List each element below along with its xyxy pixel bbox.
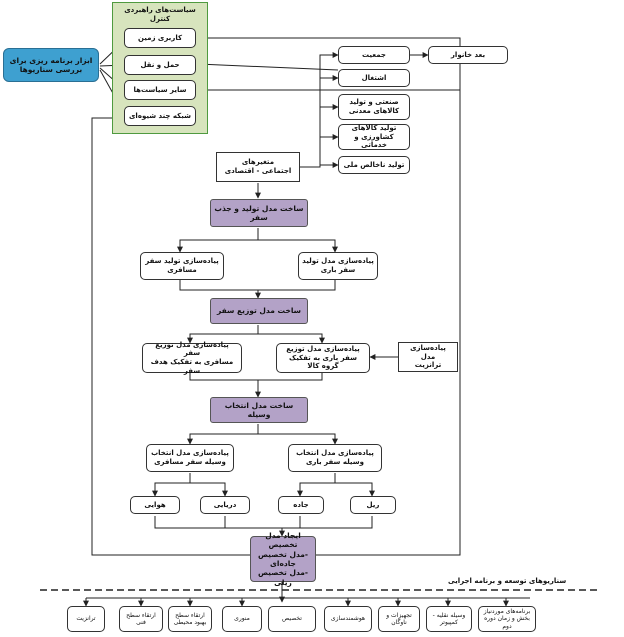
scenario-tools-box: ابزار برنامه ریزی برای بررسی سناریوها xyxy=(3,48,99,82)
transit-model-box: پیاده‌سازی مدل ترانزیت xyxy=(398,342,458,372)
bottom-item-8: برنامه‌های موردنیاز بخش و زمان دوره دوم xyxy=(478,606,536,632)
trip-distribution-model-box: ساخت مدل توزیع سفر xyxy=(210,298,308,324)
mode-choice-model-box: ساخت مدل انتخاب وسیله xyxy=(210,397,308,423)
trip-generation-model-box: ساخت مدل تولید و جذب سفر xyxy=(210,199,308,227)
land-use-box: کاربری زمین xyxy=(124,28,196,48)
mode-air-box: هوایی xyxy=(130,496,180,514)
control-panel-title: سیاست‌های راهبردی کنترل xyxy=(124,6,196,23)
gdp-box: تولید ناخالص ملی xyxy=(338,156,410,174)
passenger-distribution-box: پیاده‌سازی مدل توزیع سفر مسافری به تفکیک… xyxy=(142,341,242,375)
assignment-model-box: ایجاد مدل تخصیص -مدل تخصیص جاده‌ای -مدل … xyxy=(250,531,316,587)
mode-rail-box: ریل xyxy=(350,496,396,514)
agricultural-box: تولید کالاهای کشاورزی و خدماتی xyxy=(338,124,410,150)
transportation-box: حمل و نقل xyxy=(124,55,196,75)
industrial-box: صنعتی و تولید کالاهای معدنی xyxy=(338,94,410,120)
freight-generation-box: پیاده‌سازی مدل تولید سفر باری xyxy=(298,252,378,280)
passenger-mode-box: پیاده‌سازی مدل انتخاب وسیله سفر مسافری xyxy=(146,444,234,472)
bottom-item-5: هوشمندسازی xyxy=(324,606,372,632)
passenger-generation-box: پیاده‌سازی تولید سفر مسافری xyxy=(140,252,224,280)
bottom-item-4: تخصیص xyxy=(268,606,316,632)
bottom-item-0: ترانزیت xyxy=(67,606,105,632)
bottom-item-1: ارتقاء سطح فنی xyxy=(119,606,163,632)
socio-economic-box: متغیرهای اجتماعی - اقتصادی xyxy=(216,152,300,182)
population-box: جمعیت xyxy=(338,46,410,64)
multimodal-network-box: شبکه چند شیوه‌ای xyxy=(124,106,196,126)
household-size-box: بعد خانوار xyxy=(428,46,508,64)
other-policies-box: سایر سیاست‌ها xyxy=(124,80,196,100)
bottom-item-3: منوری xyxy=(222,606,262,632)
bottom-item-2: ارتقاء سطح بهبود محیطی xyxy=(168,606,212,632)
freight-mode-box: پیاده‌سازی مدل انتخاب وسیله سفر باری xyxy=(288,444,382,472)
bottom-item-6: تجهیزات و ناوگان xyxy=(378,606,420,632)
scenario-label: سناریوهای توسعه و برنامه اجرایی xyxy=(448,577,567,585)
freight-distribution-box: پیاده‌سازی مدل توزیع سفر باری به تفکیک گ… xyxy=(276,343,370,373)
mode-road-box: جاده xyxy=(278,496,324,514)
employment-box: اشتغال xyxy=(338,69,410,87)
bottom-item-7: وسیله نقلیه - کمپیوتر xyxy=(426,606,472,632)
mode-sea-box: دریایی xyxy=(200,496,250,514)
